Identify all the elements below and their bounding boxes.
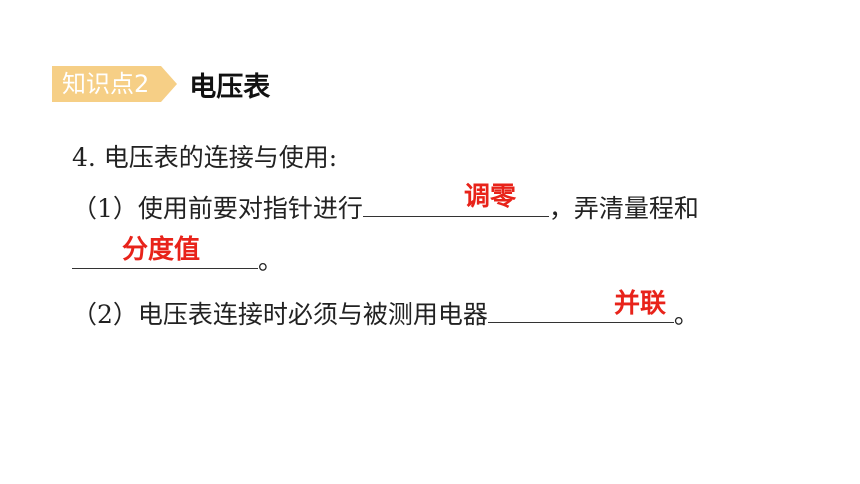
question-stem: 4. 电压表的连接与使用:	[72, 143, 338, 172]
knowledge-point-badge: 知识点2	[52, 66, 178, 102]
answer-blank-1	[362, 188, 549, 217]
part2-prefix: （2）电压表连接时必须与被测用电器	[72, 300, 488, 329]
answer-blank-3	[487, 294, 674, 323]
answer-1: 调零	[464, 182, 517, 212]
question-part-2: （2）电压表连接时必须与被测用电器 。	[72, 294, 699, 331]
answer-2: 分度值	[122, 235, 201, 265]
part1-mid: ，弄清量程和	[548, 194, 699, 223]
part2-end: 。	[673, 300, 699, 329]
question-part-1-cont: 。	[72, 240, 283, 277]
question-part-1: （1）使用前要对指针进行 ，弄清量程和	[72, 188, 699, 225]
section-title: 电压表	[189, 71, 271, 103]
section-header: 知识点2 电压表	[52, 66, 271, 103]
part1-end: 。	[258, 246, 284, 275]
answer-3: 并联	[614, 289, 667, 319]
answer-blank-2	[72, 240, 258, 269]
part1-prefix: （1）使用前要对指针进行	[72, 194, 363, 223]
